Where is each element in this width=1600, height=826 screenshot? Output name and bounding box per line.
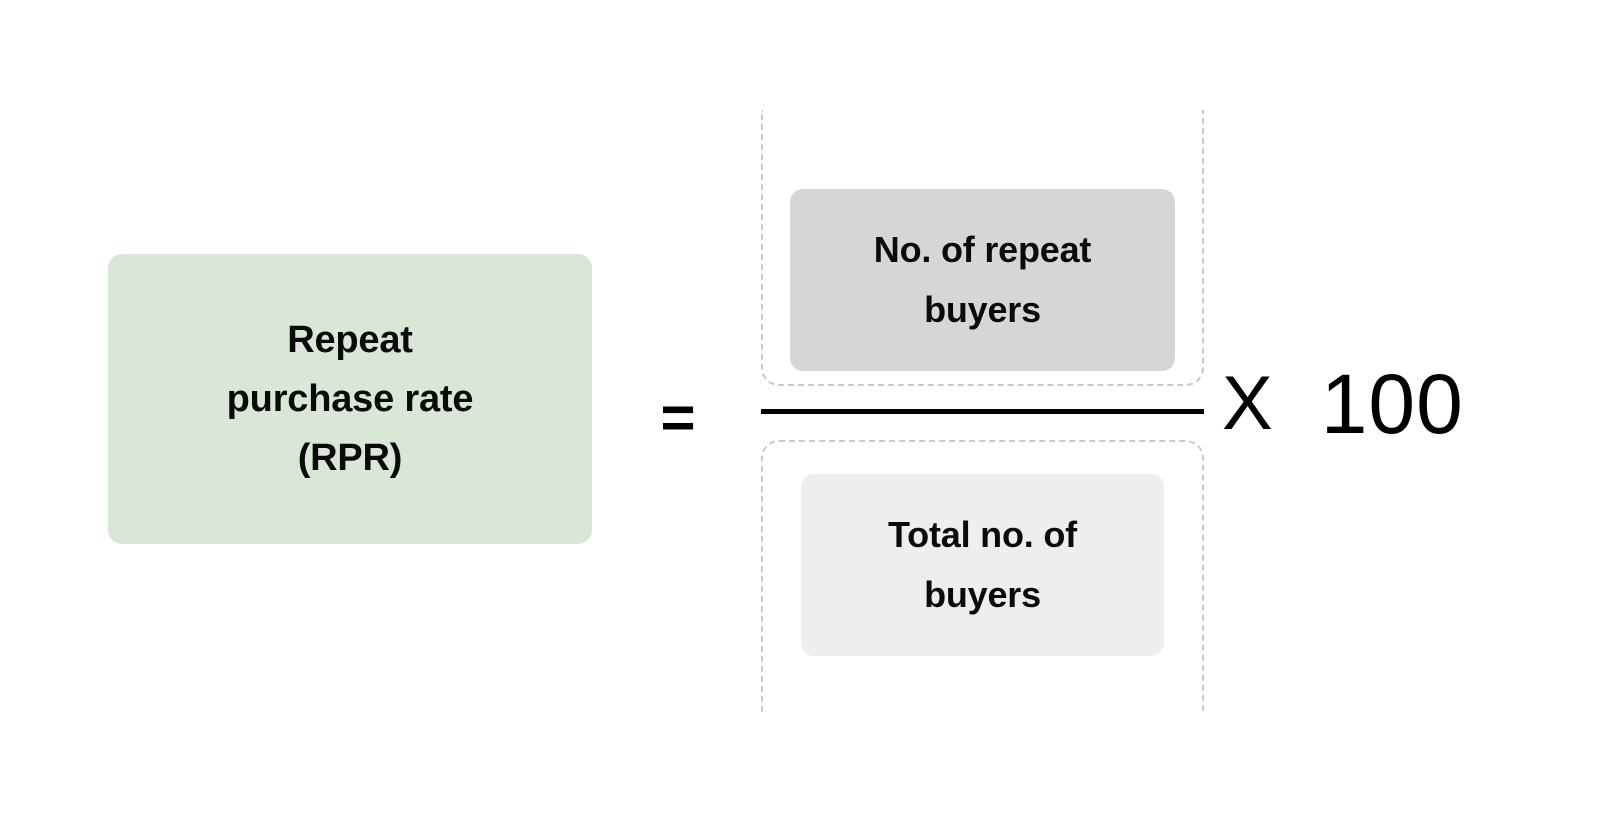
multiplier-group: X 100	[1222, 356, 1464, 452]
term-box-repeat-purchase-rate: Repeat purchase rate (RPR)	[108, 254, 592, 544]
numerator-region: No. of repeat buyers	[761, 110, 1204, 386]
denominator-chip: Total no. of buyers	[801, 474, 1164, 656]
fraction-group: No. of repeat buyers Total no. of buyers	[761, 110, 1204, 713]
equals-sign: =	[660, 384, 696, 451]
multiply-icon: X	[1222, 361, 1273, 446]
numerator-label: No. of repeat buyers	[873, 229, 1092, 330]
denominator-label: Total no. of buyers	[888, 514, 1077, 615]
fraction-bar	[761, 409, 1204, 414]
multiplier-value: 100	[1320, 357, 1464, 451]
term-box-label: Repeat purchase rate (RPR)	[226, 318, 474, 479]
numerator-chip: No. of repeat buyers	[790, 189, 1175, 371]
denominator-region: Total no. of buyers	[761, 440, 1204, 713]
